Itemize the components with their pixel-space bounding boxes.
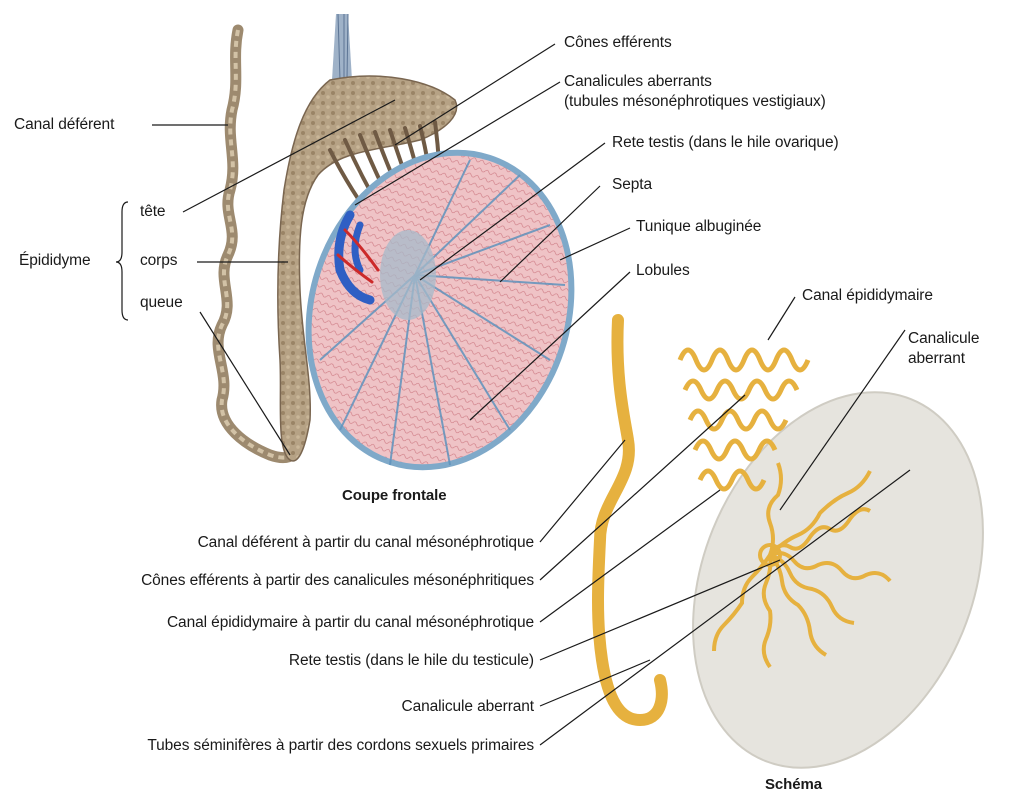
label-canalicules-aberrants-sub: (tubules mésonéphrotiques vestigiaux)	[564, 93, 826, 111]
label-septa: Septa	[612, 176, 652, 194]
schema-vas	[598, 320, 662, 720]
label-origin-canal-epididymaire: Canal épididymaire à partir du canal més…	[167, 614, 534, 632]
label-origin-canal-deferent: Canal déférent à partir du canal mésonép…	[198, 534, 534, 552]
label-epididyme: Épididyme	[19, 252, 90, 270]
label-tete: tête	[140, 203, 165, 221]
label-cones-efferents: Cônes efférents	[564, 34, 672, 52]
label-rete-testis: Rete testis (dans le hile ovarique)	[612, 134, 839, 152]
label-canal-epididymaire: Canal épididymaire	[802, 287, 933, 305]
label-canalicule-aberrant-2: aberrant	[908, 350, 965, 368]
label-lobules: Lobules	[636, 262, 690, 280]
label-queue: queue	[140, 294, 183, 312]
label-canalicule-aberrant-1: Canalicule	[908, 330, 979, 348]
label-tunique-albuginee: Tunique albuginée	[636, 218, 761, 236]
schema-diagram	[598, 320, 1010, 798]
caption-schema: Schéma	[765, 776, 822, 794]
label-origin-cones-efferents: Cônes efférents à partir des canalicules…	[141, 572, 534, 590]
label-corps: corps	[140, 252, 177, 270]
caption-coupe-frontale: Coupe frontale	[342, 487, 446, 505]
label-canal-deferent: Canal déférent	[14, 116, 114, 134]
schema-testis	[640, 349, 1010, 798]
label-origin-rete-testis: Rete testis (dans le hile du testicule)	[289, 652, 534, 670]
label-origin-canalicule-aberrant: Canalicule aberrant	[401, 698, 534, 716]
label-canalicules-aberrants: Canalicules aberrants	[564, 73, 712, 91]
label-origin-tubes-seminiferes: Tubes séminifères à partir des cordons s…	[147, 737, 534, 755]
